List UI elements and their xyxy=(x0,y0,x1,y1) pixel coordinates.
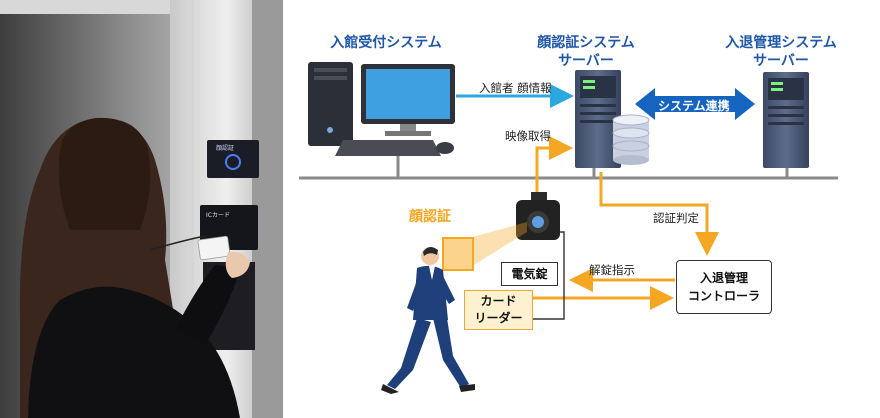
controller-line1: 入退管理 xyxy=(699,271,748,285)
face-server-title-line2: サーバー xyxy=(558,53,614,69)
controller-box: 入退管理 コントローラ xyxy=(676,260,772,314)
id-card xyxy=(197,235,231,261)
face-camera-ring xyxy=(225,154,241,170)
camera-icon xyxy=(516,192,560,240)
diagram-graphics xyxy=(299,62,838,394)
face-auth-panel xyxy=(207,140,259,178)
pc-tower-icon xyxy=(308,62,353,146)
video-capture-arrow xyxy=(535,136,573,195)
access-server-icon xyxy=(763,72,809,168)
system-link-label: システム連携 xyxy=(658,99,730,113)
card-reader-line1: カード xyxy=(480,294,517,308)
reception-system-title: 入館受付システム xyxy=(330,35,442,51)
unlock-command-label: 解錠指示 xyxy=(589,263,635,277)
electric-lock-label: 電気錠 xyxy=(511,267,548,281)
elevator-photo: 顔認証 ICカード xyxy=(0,0,283,418)
auth-decision-label: 認証判定 xyxy=(653,211,699,225)
access-server-title-line2: サーバー xyxy=(753,53,809,69)
face-frame xyxy=(442,237,474,271)
controller-line2: コントローラ xyxy=(687,289,760,303)
photo-illustration: 顔認証 ICカード xyxy=(0,0,283,418)
database-icon xyxy=(612,114,650,165)
walking-person-icon xyxy=(381,246,475,394)
video-capture-label: 映像取得 xyxy=(505,129,551,143)
card-reader-box: カード リーダー xyxy=(464,290,533,330)
head-back xyxy=(58,118,151,230)
electric-lock-box: 電気錠 xyxy=(501,262,558,286)
capture-cone xyxy=(469,222,527,268)
face-auth-label: 顔認証 xyxy=(409,209,451,225)
keyboard-icon xyxy=(335,140,441,156)
panel-card-label: ICカード xyxy=(206,212,230,219)
system-link-arrow xyxy=(635,88,755,120)
lanyard xyxy=(149,235,206,251)
hand xyxy=(225,251,250,278)
arm xyxy=(175,265,240,345)
face-server-icon xyxy=(575,70,621,168)
face-server-title-line1: 顔認証システム xyxy=(537,35,635,51)
mouse-icon xyxy=(436,142,454,154)
card-reader-line2: リーダー xyxy=(474,311,523,325)
auth-decision-arrow xyxy=(599,172,719,256)
access-server-title-line1: 入退管理システム xyxy=(725,35,837,51)
monitor-icon xyxy=(361,64,455,136)
panel-top-label: 顔認証 xyxy=(216,144,234,152)
face-info-label: 入館者 顔情報 xyxy=(479,81,552,95)
system-diagram: 入館受付システム 顔認証システム サーバー 入退管理システム サーバー xyxy=(283,0,880,418)
